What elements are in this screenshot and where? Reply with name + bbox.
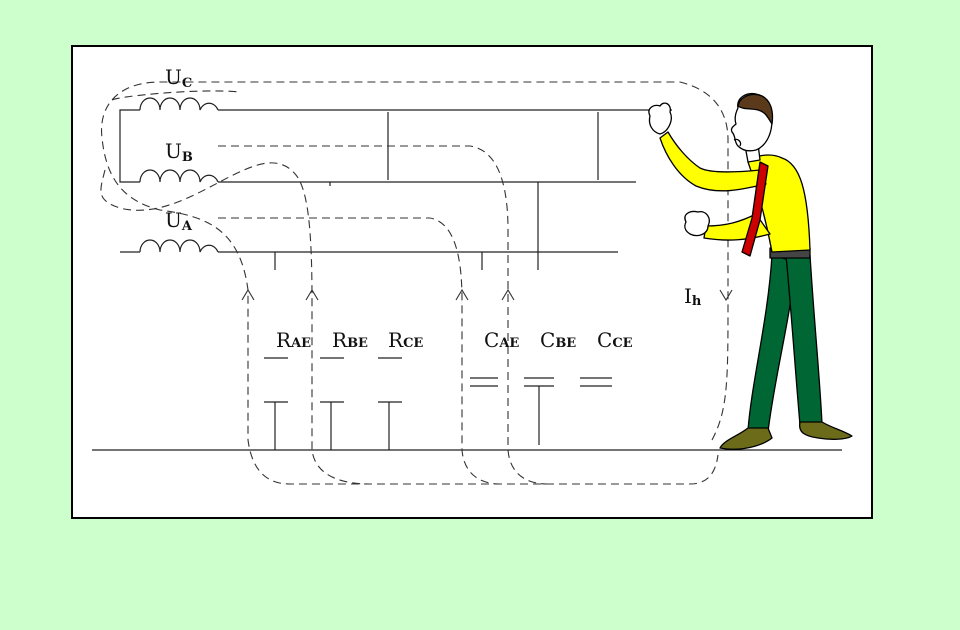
arrow-up-4: [501, 288, 515, 301]
capacitor-cce: [580, 377, 612, 387]
label-rbe: RBE: [332, 328, 368, 352]
coil-b: [139, 169, 219, 183]
fault-current-loop-c: [218, 145, 549, 485]
label-cce: CCE: [597, 328, 633, 352]
label-ua: UA: [165, 208, 193, 234]
fault-current-loop-outer: [100, 81, 729, 485]
label-ub: UB: [165, 139, 193, 165]
fault-current-loop-inner: [111, 90, 241, 101]
label-uc: UC: [165, 65, 192, 91]
arrow-up-1: [241, 288, 255, 301]
resistor-rce: [378, 357, 402, 450]
fault-current-loop-b: [100, 162, 371, 485]
arrow-up-2: [305, 288, 319, 301]
label-ih: Ih: [684, 284, 702, 309]
label-cbe: CBE: [540, 328, 576, 352]
coil-c: [139, 97, 219, 111]
arrow-up-3: [455, 288, 469, 301]
resistor-rae: [264, 357, 288, 450]
coil-a: [139, 239, 219, 253]
capacitor-cae: [470, 377, 498, 387]
resistor-rbe: [320, 357, 344, 450]
capacitor-cbe: [524, 377, 554, 445]
arrow-down-ih: [719, 289, 733, 302]
neutral-bus: [119, 109, 140, 183]
man-touching-live-wire-icon: [648, 92, 853, 450]
label-rce: RCE: [388, 328, 423, 352]
label-cae: CAE: [484, 328, 519, 352]
fault-current-loop-a: [218, 217, 501, 485]
label-rae: RAE: [276, 328, 311, 352]
